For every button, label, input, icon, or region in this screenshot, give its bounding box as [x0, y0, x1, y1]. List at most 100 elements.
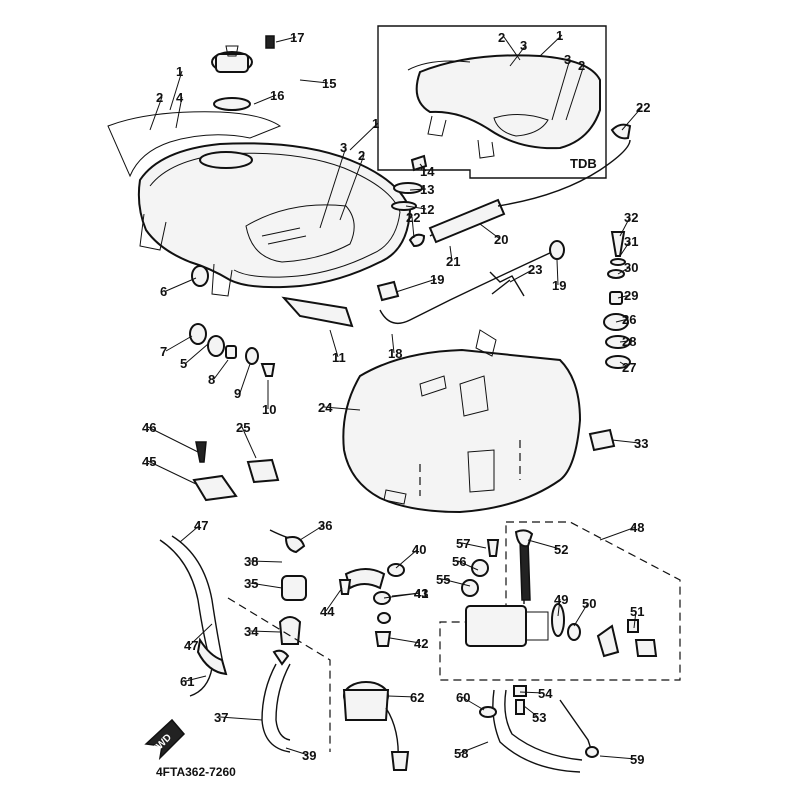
callout-47: 47 [179, 518, 208, 543]
callout-53: 53 [523, 705, 546, 725]
callout-label: 11 [332, 350, 346, 365]
callout-21: 21 [446, 245, 460, 269]
leader-line [459, 741, 489, 754]
callout-1: 1 [539, 28, 563, 57]
leader-line [599, 526, 637, 541]
callout-39: 39 [285, 747, 316, 763]
callout-label: 51 [630, 604, 644, 619]
callout-label: 29 [624, 288, 638, 303]
callout-50: 50 [573, 596, 596, 627]
callout-label: 41 [414, 586, 428, 601]
leader-line [519, 691, 545, 694]
callout-2: 2 [565, 58, 585, 121]
leader-line [147, 426, 199, 453]
leader-line [617, 266, 631, 275]
leader-line [169, 70, 183, 111]
callout-46: 46 [142, 420, 199, 453]
callout-label: 38 [244, 554, 258, 569]
callout-8: 8 [208, 359, 229, 387]
leader-line [175, 96, 183, 129]
callout-29: 29 [617, 288, 638, 303]
callout-label: 49 [554, 592, 568, 607]
callout-22: 22 [621, 100, 650, 131]
leader-line [339, 154, 365, 221]
callout-38: 38 [244, 554, 283, 569]
callout-10: 10 [262, 380, 276, 417]
leader-line [479, 223, 501, 240]
callout-label: 48 [630, 520, 644, 535]
callout-45: 45 [142, 454, 197, 485]
callout-label: 2 [156, 90, 163, 105]
leader-line [539, 34, 563, 57]
leader-line [405, 205, 427, 210]
leader-line [599, 755, 637, 760]
callout-label: 19 [552, 278, 566, 293]
callout-40: 40 [395, 542, 426, 569]
leader-line [249, 582, 283, 589]
callout-26: 26 [615, 312, 636, 327]
callout-61: 61 [180, 674, 207, 689]
callout-label: 13 [420, 182, 434, 197]
callout-label: 53 [532, 710, 546, 725]
callout-label: 3 [520, 38, 527, 53]
leader-line [615, 318, 629, 323]
callout-27: 27 [619, 360, 636, 375]
leader-line [457, 560, 479, 571]
callout-label: 27 [622, 360, 636, 375]
callout-label: 42 [414, 636, 428, 651]
callout-3: 3 [319, 140, 347, 229]
leader-line [617, 294, 631, 299]
callout-49: 49 [554, 592, 568, 617]
leader-line [299, 79, 329, 84]
leader-line [241, 426, 257, 459]
callout-15: 15 [299, 76, 336, 91]
callout-label: 47 [184, 638, 198, 653]
callout-label: 19 [430, 272, 444, 287]
leader-line [611, 439, 641, 444]
callout-28: 28 [619, 334, 636, 349]
callout-label: 4 [176, 90, 184, 105]
callout-label: 45 [142, 454, 156, 469]
callout-label: 36 [318, 518, 332, 533]
callout-label: 21 [446, 254, 460, 269]
callout-label: 43 [414, 586, 428, 601]
callout-label: 60 [456, 690, 470, 705]
leader-line [185, 675, 207, 682]
callout-label: 12 [420, 202, 434, 217]
leader-line [619, 340, 629, 343]
callout-13: 13 [409, 182, 434, 197]
left-mount-parts [189, 265, 276, 377]
callout-33: 33 [611, 436, 648, 451]
leader-line [461, 542, 487, 549]
callout-62: 62 [387, 690, 424, 705]
forward-arrow: FWD [144, 718, 186, 761]
variant-inset-box: TDB [377, 25, 607, 179]
callout-label: 56 [452, 554, 466, 569]
leader-line [551, 58, 571, 121]
callout-60: 60 [456, 690, 485, 711]
callout-23: 23 [509, 262, 542, 283]
callout-9: 9 [234, 363, 251, 401]
leader-line [389, 637, 421, 644]
callout-label: 15 [322, 76, 336, 91]
callout-label: 61 [180, 674, 194, 689]
callout-44: 44 [320, 587, 343, 619]
leader-line [391, 333, 395, 354]
callout-59: 59 [599, 752, 644, 767]
leader-line [419, 163, 427, 172]
leader-line [349, 122, 379, 151]
callout-label: 23 [528, 262, 542, 277]
leader-line [523, 705, 539, 718]
callout-22: 22 [406, 210, 420, 239]
bracket-parts [192, 441, 280, 502]
callout-label: 14 [420, 164, 435, 179]
callout-label: 31 [624, 234, 638, 249]
petcock-box [439, 521, 681, 681]
callout-57: 57 [456, 536, 487, 551]
leader-line [329, 329, 339, 358]
leader-line [509, 44, 527, 67]
callout-54: 54 [519, 686, 553, 701]
leader-line [395, 548, 419, 569]
